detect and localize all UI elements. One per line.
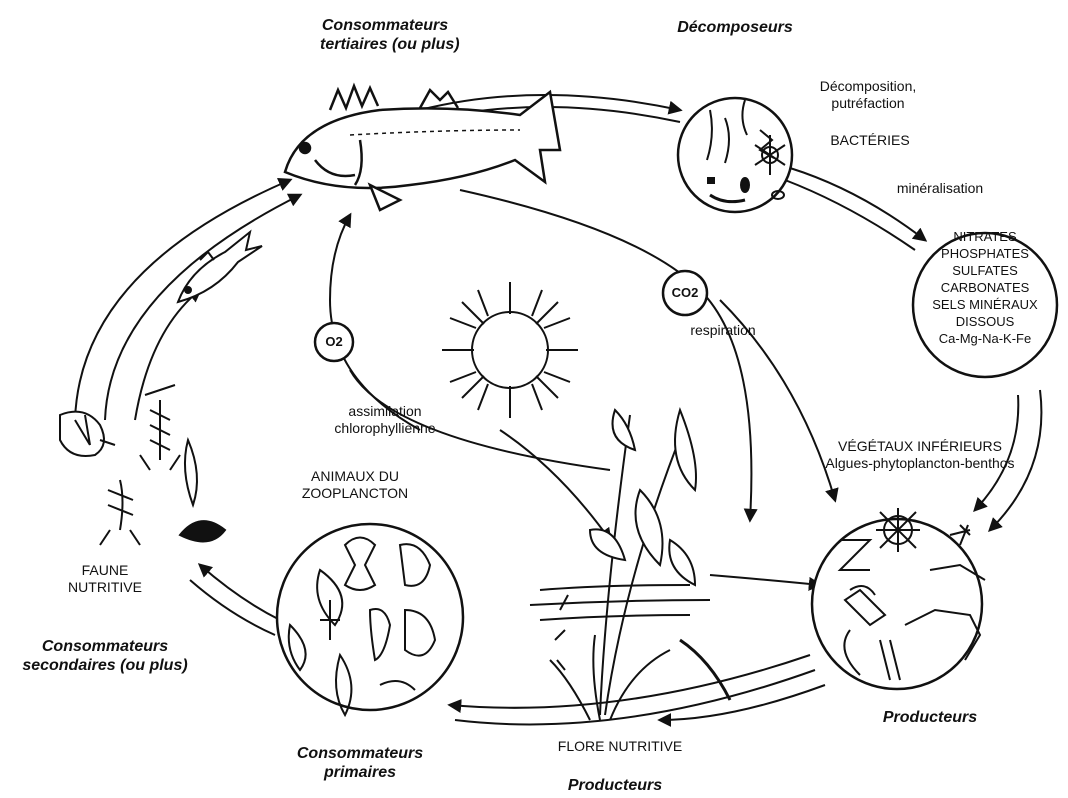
zooplankton-line-1: ANIMAUX DU <box>285 468 425 485</box>
decomposers-title: Décomposeurs <box>660 18 810 37</box>
mineral-salts: SELS MINÉRAUX <box>920 296 1050 313</box>
o2-label: O2 <box>320 334 348 349</box>
tertiary-line-1: Consommateurs <box>320 16 450 35</box>
assimilation-line-1: assimilation <box>320 403 450 420</box>
perch-fish-icon <box>285 86 560 210</box>
aquatic-plants-illustration <box>530 410 730 720</box>
bacteria-label: BACTÉRIES <box>810 132 930 149</box>
minerals-list: NITRATES PHOSPHATES SULFATES CARBONATES … <box>920 228 1050 347</box>
lower-plants-label: VÉGÉTAUX INFÉRIEURS Algues-phytoplancton… <box>795 438 1045 472</box>
mineral-nitrates: NITRATES <box>920 228 1050 245</box>
secondary-consumers-label: Consommateurs secondaires (ou plus) <box>5 637 205 675</box>
assimilation-label: assimilation chlorophyllienne <box>320 403 450 437</box>
flora-label: FLORE NUTRITIVE <box>535 738 705 755</box>
tertiary-line-2: tertiaires (ou plus) <box>320 35 450 54</box>
lower-plants-line-2: Algues-phytoplancton-benthos <box>795 455 1045 472</box>
assimilation-line-2: chlorophyllienne <box>320 420 450 437</box>
lower-plants-line-1: VÉGÉTAUX INFÉRIEURS <box>795 438 1045 455</box>
co2-label: CO2 <box>667 285 703 300</box>
tertiary-consumers-label: Consommateurs tertiaires (ou plus) <box>320 16 450 54</box>
primary-line-1: Consommateurs <box>280 744 440 763</box>
arrow-flora-to-producers <box>710 575 820 585</box>
decomposers-circle <box>678 98 792 212</box>
fauna-line-2: NUTRITIVE <box>50 579 160 596</box>
mineral-carbonates: CARBONATES <box>920 279 1050 296</box>
respiration-label: respiration <box>668 322 778 339</box>
mineral-sulfates: SULFATES <box>920 262 1050 279</box>
mineral-elements: Ca-Mg-Na-K-Fe <box>920 330 1050 347</box>
zooplankton-label: ANIMAUX DU ZOOPLANCTON <box>285 468 425 502</box>
arrow-co2-respiration <box>460 190 751 520</box>
secondary-line-2: secondaires (ou plus) <box>5 656 205 675</box>
fauna-line-1: FAUNE <box>50 562 160 579</box>
decomposition-line-2: putréfaction <box>798 95 938 112</box>
fauna-label: FAUNE NUTRITIVE <box>50 562 160 596</box>
sun-icon <box>442 282 578 418</box>
fauna-invertebrates-illustration <box>60 385 225 545</box>
producers-right-label: Producteurs <box>865 708 995 727</box>
primary-consumers-label: Consommateurs primaires <box>280 744 440 782</box>
primary-line-2: primaires <box>280 763 440 782</box>
producers-bottom-label: Producteurs <box>550 776 680 795</box>
mineralisation-label: minéralisation <box>870 180 1010 197</box>
mineral-dissolved: DISSOUS <box>920 313 1050 330</box>
arrow-to-flora <box>500 430 610 540</box>
zooplankton-line-2: ZOOPLANCTON <box>285 485 425 502</box>
decomposition-label: Décomposition, putréfaction <box>798 78 938 112</box>
arc-producers-to-primary <box>450 655 825 724</box>
arc-zooplankton-to-fauna <box>190 565 280 635</box>
decomposition-line-1: Décomposition, <box>798 78 938 95</box>
mineral-phosphates: PHOSPHATES <box>920 245 1050 262</box>
secondary-line-1: Consommateurs <box>5 637 205 656</box>
